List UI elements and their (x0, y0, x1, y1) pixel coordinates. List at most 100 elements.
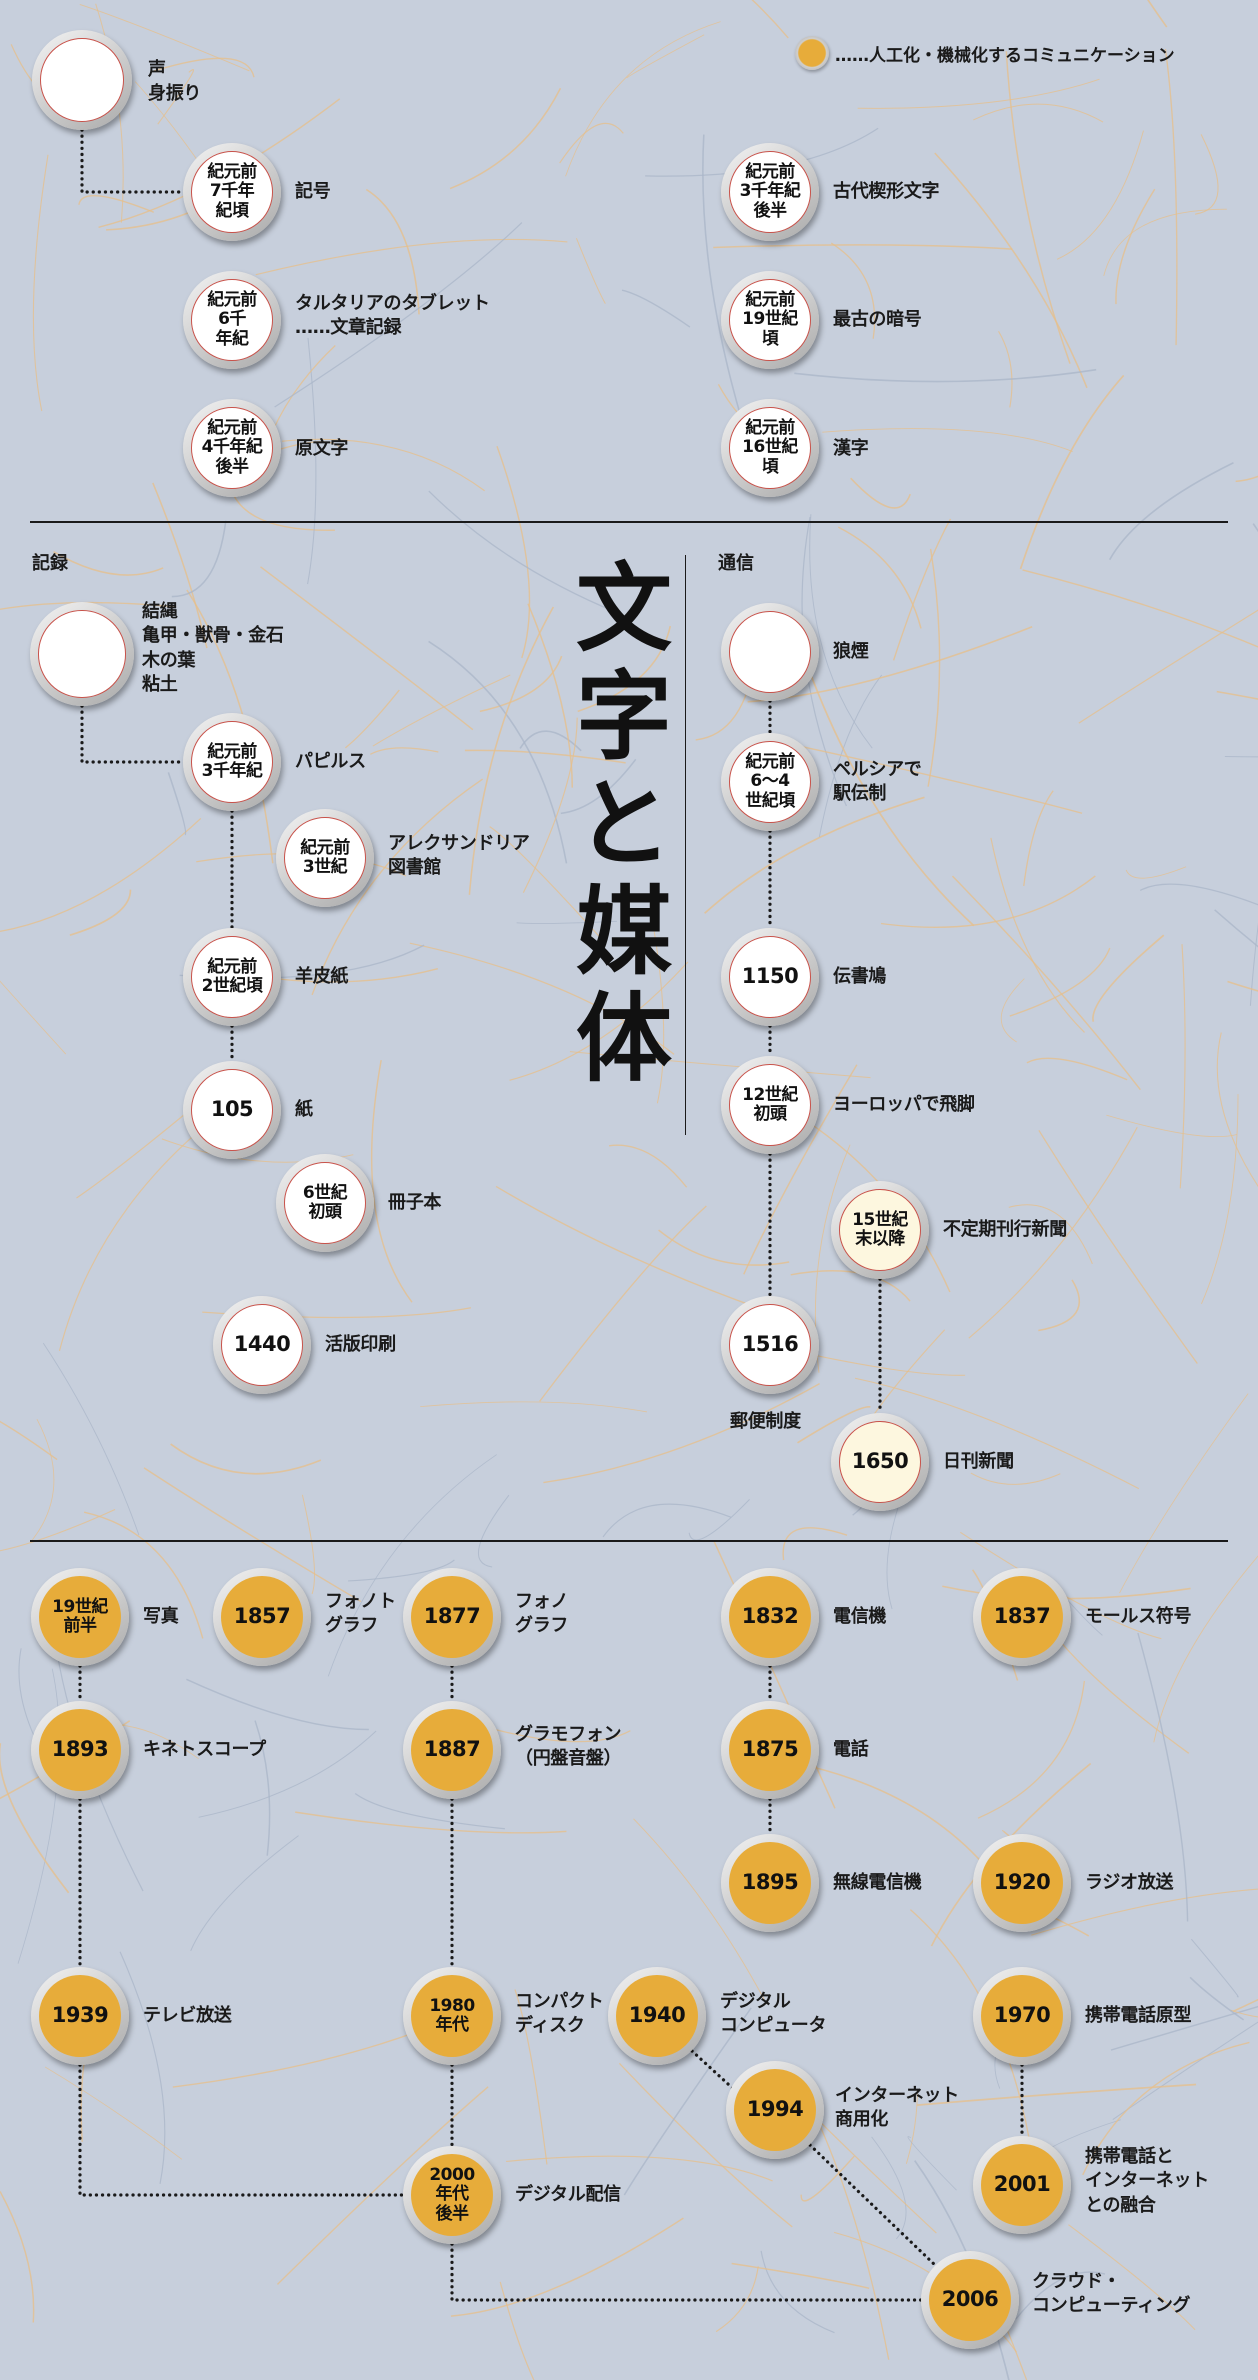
node-date: 紀元前 19世紀 頃 (728, 278, 812, 362)
background-line (650, 913, 665, 1104)
section-divider-top (30, 521, 1228, 523)
background-line (44, 2066, 183, 2160)
node-label-postal: 郵便制度 (730, 1411, 801, 1432)
legend-gold-dot-icon (795, 36, 829, 70)
background-line (1082, 2041, 1250, 2176)
background-line (478, 1494, 510, 1568)
background-line (1216, 1032, 1258, 1188)
timeline-node-telegraph: 1832 (721, 1568, 819, 1666)
timeline-node-morse: 1837 (973, 1568, 1071, 1666)
timeline-node-persia: 紀元前 6～4 世紀頃 (721, 733, 819, 831)
background-line (167, 772, 187, 836)
background-line (464, 749, 626, 764)
background-line (713, 1541, 836, 1809)
background-line (751, 0, 789, 39)
background-line (344, 689, 400, 749)
background-line (1108, 462, 1234, 561)
background-line (311, 778, 484, 996)
background-line (1019, 374, 1125, 570)
background-line (1056, 130, 1144, 260)
background-line (575, 238, 606, 304)
node-label-computer: デジタル コンピュータ (720, 1991, 827, 2037)
background-line (998, 330, 1013, 408)
background-line (577, 625, 672, 713)
timeline-node-kinetoscope: 1893 (31, 1701, 129, 1799)
background-line (450, 2217, 684, 2317)
background-line (1125, 866, 1187, 879)
timeline-node-postal: 1516 (721, 1296, 819, 1394)
node-label-courier: ヨーロッパで飛脚 (833, 1094, 975, 1115)
node-label-alexandria: アレクサンドリア 図書館 (388, 833, 530, 879)
timeline-node-pigeon: 1150 (721, 928, 819, 1026)
timeline-node-alexandria: 紀元前 3世紀 (276, 809, 374, 907)
timeline-node-courier: 12世紀 初頭 (721, 1056, 819, 1154)
background-line (960, 1531, 1162, 1640)
background-line (499, 2281, 535, 2380)
background-line (608, 1144, 688, 1188)
background-line (53, 551, 164, 576)
node-date: 1940 (615, 1974, 699, 2058)
node-label-photo: 写真 (143, 1606, 179, 1627)
timeline-node-cipher: 紀元前 19世紀 頃 (721, 271, 819, 369)
background-line (990, 837, 1085, 1033)
background-line (951, 875, 1141, 1091)
background-line (255, 238, 568, 276)
timeline-node-codex: 6世紀 初頭 (276, 1154, 374, 1252)
node-label-telegraph: 電信機 (833, 1606, 887, 1627)
node-label-mobile: 携帯電話原型 (1085, 2005, 1192, 2026)
node-label-irregular_news: 不定期刊行新聞 (943, 1219, 1067, 1240)
node-date: 1939 (38, 1974, 122, 2058)
node-label-smoke: 狼煙 (833, 641, 869, 662)
background-line (715, 2266, 759, 2333)
background-line (658, 1229, 790, 1266)
node-label-pigeon: 伝書鳩 (833, 966, 887, 987)
background-line (1230, 2009, 1258, 2018)
node-date: 紀元前 3世紀 (283, 816, 367, 900)
background-line (792, 1350, 966, 1376)
background-line (522, 717, 578, 893)
background-line (892, 518, 952, 661)
node-date: 2001 (980, 2143, 1064, 2227)
background-line (1078, 609, 1258, 724)
node-label-morse: モールス符号 (1085, 1606, 1192, 1627)
timeline-node-digital_dist: 2000 年代 後半 (403, 2146, 501, 2244)
node-date: 1877 (410, 1575, 494, 1659)
node-date: 紀元前 3千年紀 後半 (728, 150, 812, 234)
node-date: 紀元前 6千 年紀 (190, 278, 274, 362)
background-line (409, 942, 675, 1055)
node-date: 1887 (410, 1708, 494, 1792)
node-label-tartaria: タルタリアのタブレット ……文章記録 (295, 293, 490, 339)
timeline-node-photo: 19世紀 前半 (31, 1568, 129, 1666)
background-line (1038, 1129, 1198, 1364)
background-line (69, 889, 132, 936)
node-date: 12世紀 初頭 (728, 1063, 812, 1147)
node-date: 6世紀 初頭 (283, 1161, 367, 1245)
node-label-cuneiform: 古代楔形文字 (833, 181, 940, 202)
node-date: 1994 (733, 2068, 817, 2152)
connector-17 (450, 2242, 923, 2302)
timeline-node-cuneiform: 紀元前 3千年紀 後半 (721, 143, 819, 241)
node-date: 1970 (980, 1974, 1064, 2058)
timeline-node-telephone: 1875 (721, 1701, 819, 1799)
timeline-node-paper: 105 (183, 1061, 281, 1159)
timeline-node-tartaria: 紀元前 6千 年紀 (183, 271, 281, 369)
node-date: 1837 (980, 1575, 1064, 1659)
background-line (428, 640, 568, 864)
node-date: 紀元前 4千年紀 後半 (190, 406, 274, 490)
background-line (1005, 51, 1071, 364)
background-line (0, 817, 202, 933)
node-date: 紀元前 3千年紀 (190, 720, 274, 804)
node-label-telephone: 電話 (833, 1739, 869, 1760)
background-line (509, 961, 689, 1081)
timeline-node-cd: 1980 年代 (403, 1967, 501, 2065)
background-line (822, 428, 1073, 452)
background-line (157, 69, 194, 125)
connector-20 (808, 2143, 937, 2267)
background-line (565, 21, 721, 177)
node-label-kanji: 漢字 (833, 438, 869, 459)
background-line (623, 2007, 752, 2196)
node-label-phonograph: フォノ グラフ (515, 1591, 569, 1637)
timeline-node-radio: 1920 (973, 1834, 1071, 1932)
node-label-cipher: 最古の暗号 (833, 309, 922, 330)
background-line (506, 2155, 773, 2182)
